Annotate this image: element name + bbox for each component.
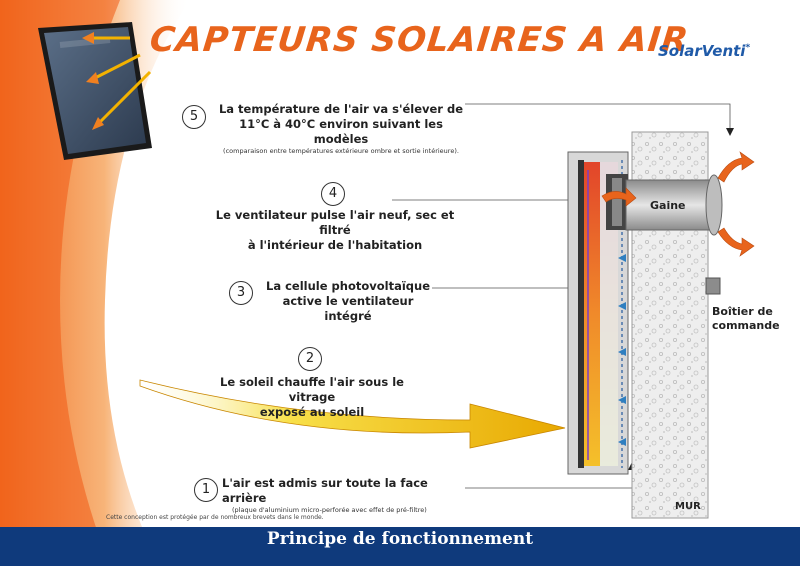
step-5-text: La température de l'air va s'élever de 1… [210, 102, 472, 156]
step-4-text: Le ventilateur pulse l'air neuf, sec et … [200, 208, 470, 253]
step-number-1: 1 [194, 478, 218, 502]
warm-air-outlet-arrows [601, 151, 755, 257]
step-5-note: (comparaison entre températures extérieu… [223, 147, 459, 155]
step-2-line-2: exposé au soleil [259, 405, 365, 419]
step-1-note: (plaque d'aluminium micro-perforée avec … [232, 506, 427, 514]
step-5-line-2: 11°C à 40°C environ suivant les modèles [239, 117, 443, 146]
step-3-line-2: active le ventilateur intégré [282, 294, 414, 323]
brand-mark: * [745, 43, 751, 53]
step-number-5: 5 [182, 105, 206, 129]
step-number-2: 2 [298, 347, 322, 371]
patent-note: Cette conception est protégée par de nom… [106, 514, 324, 521]
footer-bar [0, 527, 800, 566]
step-3-line-1: La cellule photovoltaïque [266, 279, 430, 293]
brand-logo: SolarVenti* [658, 42, 750, 60]
step-5-line-1: La température de l'air va s'élever de [218, 102, 464, 116]
step-4-line-1: Le ventilateur pulse l'air neuf, sec et … [215, 208, 455, 237]
control-box [705, 277, 721, 295]
step-2-text: Le soleil chauffe l'air sous le vitrage … [196, 375, 428, 420]
sunlight-arrow [139, 379, 566, 449]
sun-ray-arrows [92, 36, 152, 124]
step-number-4: 4 [321, 182, 345, 206]
step-3-text: La cellule photovoltaïque active le vent… [258, 279, 438, 324]
brand-name: SolarVenti [658, 42, 746, 60]
control-box-label-line-1: Boîtier de [712, 305, 773, 318]
fan-and-duct [606, 174, 723, 236]
step-number-3: 3 [229, 281, 253, 305]
step-2-line-1: Le soleil chauffe l'air sous le vitrage [220, 375, 404, 404]
air-inlet-arrows [618, 254, 626, 446]
wall-label: MUR [675, 501, 701, 512]
control-box-label-line-2: commande [712, 319, 780, 332]
page-title: CAPTEURS SOLAIRES A AIR [147, 20, 691, 60]
step-4-line-2: à l'intérieur de l'habitation [247, 238, 423, 252]
solar-panel-illustration [38, 22, 152, 160]
collector-cross-section [567, 151, 629, 475]
footer-title: Principe de fonctionnement [266, 529, 534, 549]
step-1-text: L'air est admis sur toute la face arrièr… [222, 476, 472, 515]
step-1-line-1: L'air est admis sur toute la face arrièr… [222, 476, 428, 505]
duct-label: Gaine [650, 199, 686, 212]
control-box-label: Boîtier de commande [712, 305, 780, 333]
